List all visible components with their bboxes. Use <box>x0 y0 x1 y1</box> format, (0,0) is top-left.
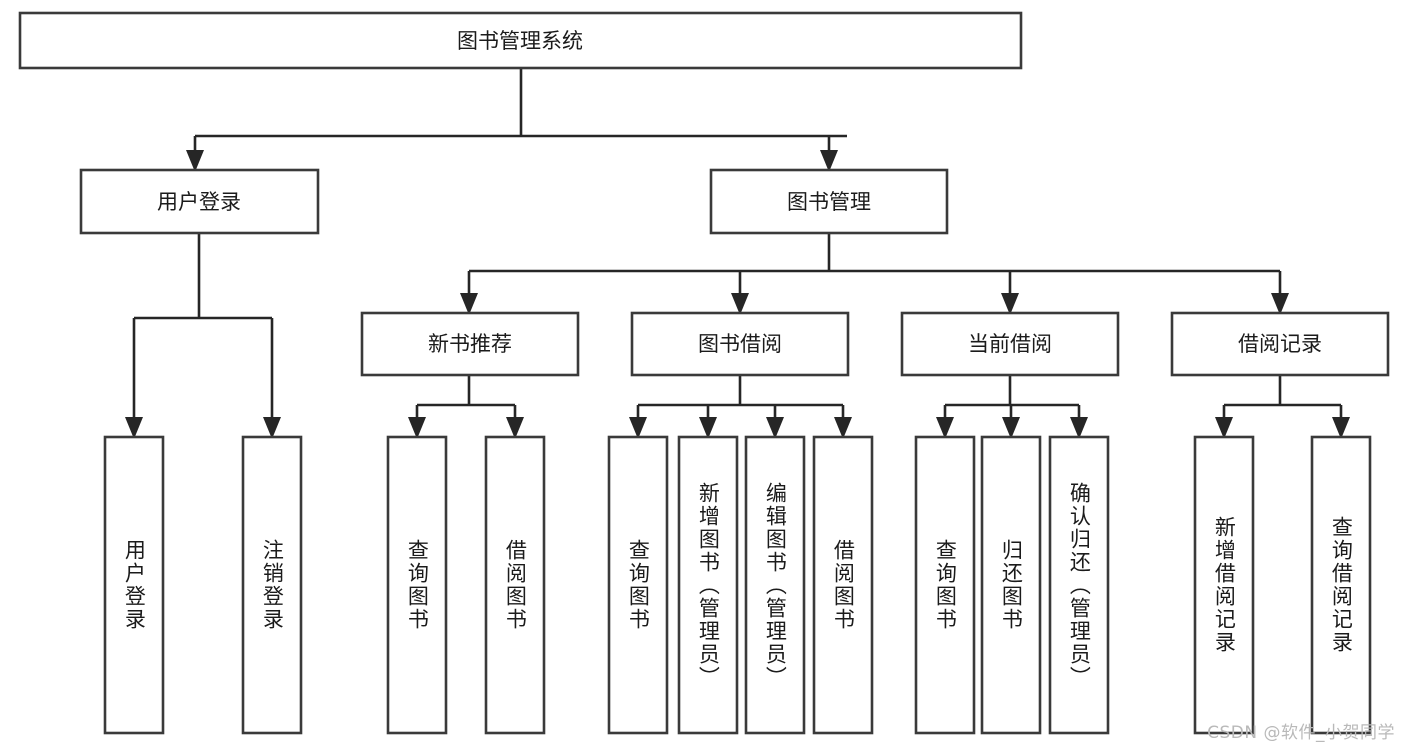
leaf-br-query-box[interactable] <box>1310 435 1372 735</box>
leaf-br-add-box[interactable] <box>1193 435 1255 735</box>
leaf-nb-query-box[interactable] <box>386 435 448 735</box>
leaf-bb-add-box[interactable] <box>677 435 739 735</box>
connector-new-book-to-leaves <box>415 375 517 419</box>
connector-root-to-level2 <box>193 68 847 152</box>
node-user-login-box[interactable] <box>79 168 320 235</box>
node-borrow-record-label: 借阅记录 <box>1238 332 1322 356</box>
arrow-to-book-mgmt <box>820 150 838 172</box>
leaf-cb-query-box[interactable] <box>914 435 976 735</box>
leaf-cb-confirm-box[interactable] <box>1048 435 1110 735</box>
node-book-borrow-label: 图书借阅 <box>698 332 782 356</box>
leaf-logout-box[interactable] <box>241 435 303 735</box>
leaf-bb-query-box[interactable] <box>607 435 669 735</box>
node-borrow-record-box[interactable] <box>1170 311 1390 377</box>
node-new-book-label: 新书推荐 <box>428 332 512 356</box>
arrow-to-user-login <box>186 150 204 172</box>
node-current-borrow-label: 当前借阅 <box>968 332 1052 356</box>
node-user-login-label: 用户登录 <box>157 190 241 214</box>
leaf-cb-return-box[interactable] <box>980 435 1042 735</box>
node-root-box[interactable] <box>18 11 1023 70</box>
connector-book-mgmt-to-level3 <box>467 233 1282 295</box>
connector-current-borrow-to-leaves <box>943 375 1081 419</box>
leaf-bb-borrow-box[interactable] <box>812 435 874 735</box>
leaf-bb-edit-box[interactable] <box>744 435 806 735</box>
node-current-borrow-box[interactable] <box>900 311 1120 377</box>
leaf-nb-borrow-box[interactable] <box>484 435 546 735</box>
leaf-user-login-box[interactable] <box>103 435 165 735</box>
connector-book-borrow-to-leaves <box>636 375 845 419</box>
csdn-watermark: CSDN @软件_小贺同学 <box>1207 723 1395 743</box>
connector-user-login-to-leaves <box>132 233 274 419</box>
node-book-mgmt-label: 图书管理 <box>787 190 871 214</box>
node-book-mgmt-box[interactable] <box>709 168 949 235</box>
node-root-label: 图书管理系统 <box>457 29 583 53</box>
node-new-book-box[interactable] <box>360 311 580 377</box>
connector-borrow-record-to-leaves <box>1222 375 1343 419</box>
node-book-borrow-box[interactable] <box>630 311 850 377</box>
